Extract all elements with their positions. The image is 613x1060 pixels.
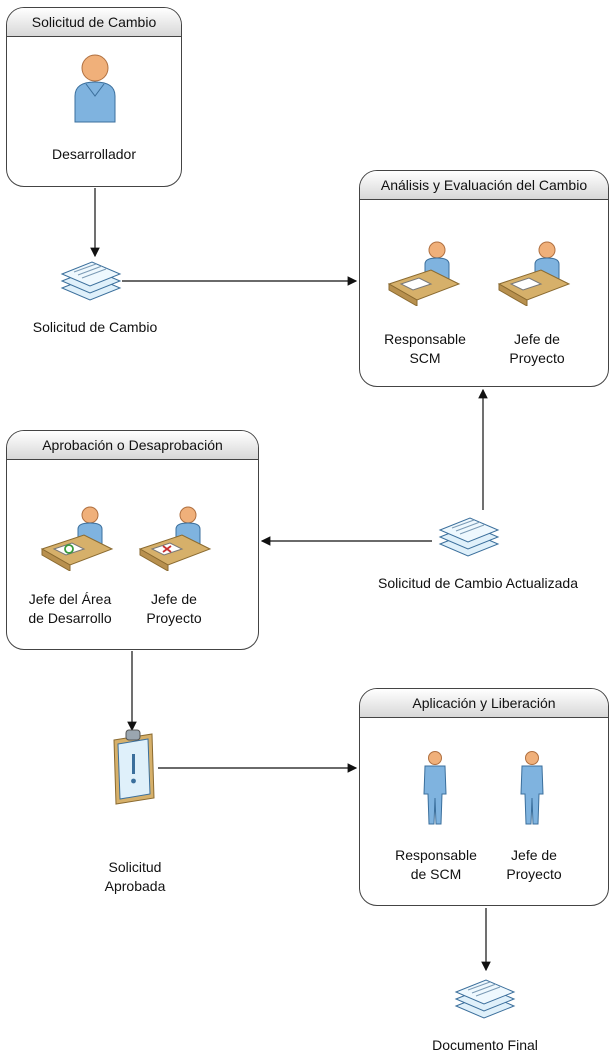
analysis-box-title: Análisis y Evaluación del Cambio — [360, 171, 608, 200]
role-jefe-proyecto-analysis: Jefe de Proyecto — [509, 331, 565, 366]
role-responsable-scm: Responsable SCM — [384, 331, 466, 366]
analysis-box: Análisis y Evaluación del Cambio — [359, 170, 609, 387]
artifact-updated-request: Solicitud de Cambio Actualizada — [377, 575, 578, 591]
artifact-approved-request: Solicitud Aprobada — [104, 859, 166, 894]
role-responsable-de-scm: Responsable de SCM — [395, 847, 477, 882]
final-documents-icon — [454, 979, 516, 1019]
role-developer: Desarrollador — [51, 146, 137, 162]
artifact-change-request: Solicitud de Cambio — [32, 319, 158, 335]
release-box: Aplicación y Liberación — [359, 688, 609, 906]
release-box-title: Aplicación y Liberación — [360, 689, 608, 718]
role-jefe-area-desarrollo: Jefe del Área de Desarrollo — [28, 591, 112, 626]
standing-person-icon — [520, 751, 544, 825]
developer-person-icon — [74, 54, 116, 123]
desk-worker-reject-icon — [138, 506, 212, 571]
role-jefe-proyecto-release: Jefe de Proyecto — [506, 847, 562, 882]
clipboard-alert-icon — [113, 729, 155, 805]
updated-documents-icon — [438, 517, 500, 557]
documents-icon — [60, 261, 122, 301]
approval-box: Aprobación o Desaprobación — [6, 430, 259, 650]
request-box-title: Solicitud de Cambio — [7, 8, 181, 37]
artifact-final-document: Documento Final — [432, 1037, 538, 1053]
approval-box-title: Aprobación o Desaprobación — [7, 431, 258, 460]
desk-worker-icon — [387, 241, 461, 306]
role-jefe-proyecto-approval: Jefe de Proyecto — [146, 591, 202, 626]
desk-worker-icon — [497, 241, 571, 306]
desk-worker-approve-icon — [40, 506, 114, 571]
standing-person-icon — [423, 751, 447, 825]
